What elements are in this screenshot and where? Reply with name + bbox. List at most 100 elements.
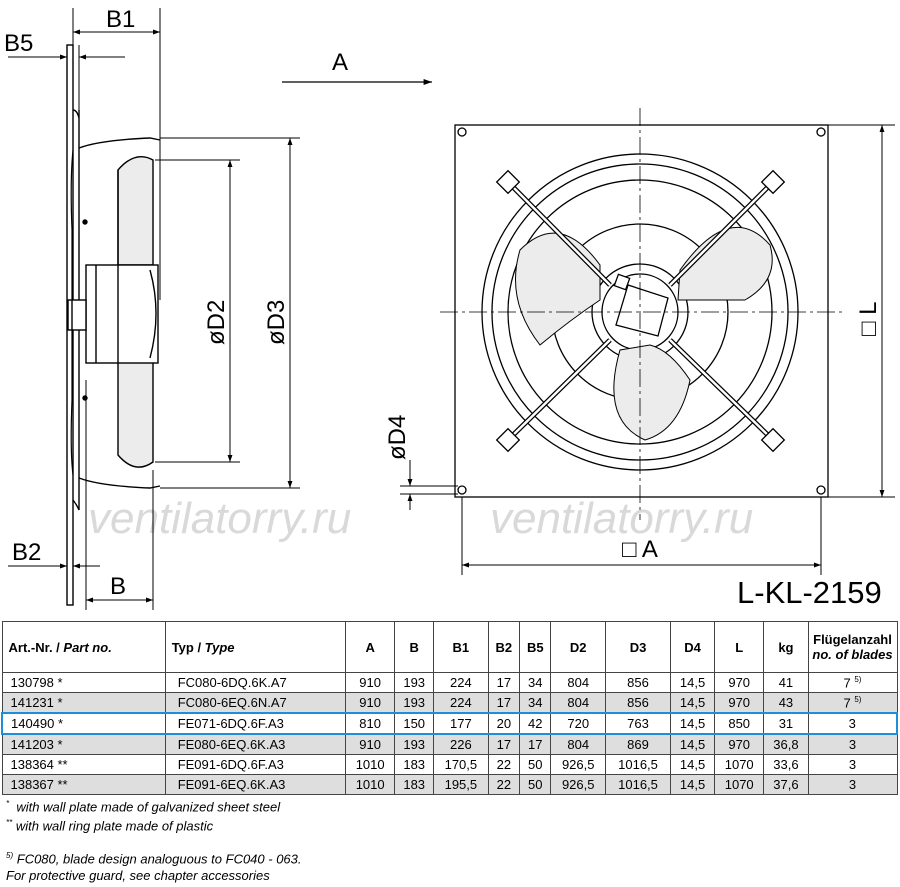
cell-d2: 926,5 — [550, 774, 606, 795]
cell-kg: 36,8 — [763, 733, 809, 755]
cell-a: 1010 — [345, 754, 396, 775]
blades-footnote-mark: 5) — [854, 674, 862, 684]
col-a: A — [345, 621, 396, 673]
cell-b: 183 — [394, 774, 435, 795]
cell-d4: 14,5 — [670, 712, 716, 735]
cell-d4: 14,5 — [670, 754, 716, 775]
cell-l: 1070 — [714, 754, 765, 775]
cell-b: 150 — [394, 712, 435, 735]
footnote-star: * with wall plate made of galvanized she… — [6, 799, 281, 815]
cell-l: 850 — [714, 712, 765, 735]
cell-blades: 3 — [807, 774, 898, 795]
footnote-five: 5) FC080, blade design analoguous to FC0… — [6, 851, 302, 867]
cell-d2: 804 — [550, 733, 606, 755]
drawing-id: L-KL-2159 — [737, 575, 882, 610]
dim-b-label: B — [110, 573, 126, 600]
cell-d2: 804 — [550, 672, 606, 693]
cell-b2: 22 — [487, 774, 521, 795]
col-b: B — [394, 621, 435, 673]
cell-d3: 856 — [604, 672, 672, 693]
cell-d2: 720 — [550, 712, 606, 735]
cell-blades: 3 — [807, 733, 898, 755]
cell-d4: 14,5 — [670, 672, 716, 693]
cell-d2: 926,5 — [550, 754, 606, 775]
cell-b: 193 — [394, 733, 435, 755]
cell-b2: 22 — [487, 754, 521, 775]
cell-b2: 17 — [487, 733, 521, 755]
dim-d3-label: øD3 — [263, 300, 290, 345]
cell-kg: 43 — [763, 692, 809, 714]
cell-b1: 226 — [433, 733, 489, 755]
col-kg: kg — [763, 621, 809, 673]
cell-b5: 34 — [519, 692, 552, 714]
dim-d4-label: øD4 — [384, 415, 411, 460]
col-type: Typ / Type — [164, 621, 347, 673]
cell-kg: 33,6 — [763, 754, 809, 775]
front-dimensions — [400, 124, 895, 575]
footnote-guard: For protective guard, see chapter access… — [6, 868, 270, 883]
cell-kg: 31 — [763, 712, 809, 735]
cell-type: FC080-6EQ.6N.A7 — [164, 692, 347, 714]
col-d3: D3 — [604, 621, 672, 673]
col-d2: D2 — [550, 621, 606, 673]
cell-art: 138364 ** — [1, 754, 166, 775]
cell-type: FC080-6DQ.6K.A7 — [164, 672, 347, 693]
dim-b2-label: B2 — [12, 539, 41, 566]
cell-l: 970 — [714, 692, 765, 714]
cell-d2: 804 — [550, 692, 606, 714]
cell-b1: 195,5 — [433, 774, 489, 795]
cell-a: 1010 — [345, 774, 396, 795]
side-dimensions — [8, 8, 300, 610]
cell-type: FE091-6EQ.6K.A3 — [164, 774, 347, 795]
cell-art: 141203 * — [1, 733, 166, 755]
cell-l: 970 — [714, 672, 765, 693]
cell-blades: 7 5) — [807, 672, 898, 693]
dim-d2-label: øD2 — [203, 300, 230, 345]
cell-d4: 14,5 — [670, 733, 716, 755]
cell-type: FE071-6DQ.6F.A3 — [164, 712, 347, 735]
cell-b5: 34 — [519, 672, 552, 693]
side-view — [66, 44, 161, 606]
cell-b: 193 — [394, 692, 435, 714]
footnote-double-star: ** with wall ring plate made of plastic — [6, 818, 214, 834]
blades-footnote-mark: 5) — [854, 694, 862, 704]
watermark-left: ventilatorry.ru — [88, 494, 351, 543]
cell-d3: 869 — [604, 733, 672, 755]
col-art-no: Art.-Nr. / Part no. — [1, 621, 166, 673]
dimensions-table: Art.-Nr. / Part no. Typ / Type A B B1 B2… — [0, 621, 898, 795]
cell-type: FE091-6DQ.6F.A3 — [164, 754, 347, 775]
cell-b1: 170,5 — [433, 754, 489, 775]
col-b5: B5 — [519, 621, 552, 673]
dim-b1-label: B1 — [106, 6, 135, 33]
cell-b2: 20 — [487, 712, 521, 735]
cell-blades: 3 — [807, 712, 898, 735]
dim-a-label: □ A — [622, 536, 658, 563]
cell-blades: 7 5) — [807, 692, 898, 714]
table-header-row: Art.-Nr. / Part no. Typ / Type A B B1 B2… — [1, 621, 898, 673]
watermark-right: ventilatorry.ru — [490, 494, 753, 543]
technical-drawing: ventilatorry.ru ventilatorry.ru — [4, 6, 895, 610]
cell-b5: 42 — [519, 712, 552, 735]
col-l: L — [714, 621, 765, 673]
cell-b: 193 — [394, 672, 435, 693]
cell-b5: 50 — [519, 754, 552, 775]
cell-kg: 41 — [763, 672, 809, 693]
cell-b1: 177 — [433, 712, 489, 735]
dim-l-label: □ L — [855, 301, 882, 336]
cell-b: 183 — [394, 754, 435, 775]
cell-d3: 763 — [604, 712, 672, 735]
cell-art: 141231 * — [1, 692, 166, 714]
col-b2: B2 — [487, 621, 521, 673]
cell-b1: 224 — [433, 672, 489, 693]
front-view — [440, 108, 845, 520]
col-d4: D4 — [670, 621, 716, 673]
cell-b5: 17 — [519, 733, 552, 755]
cell-l: 1070 — [714, 774, 765, 795]
col-b1: B1 — [433, 621, 489, 673]
cell-kg: 37,6 — [763, 774, 809, 795]
